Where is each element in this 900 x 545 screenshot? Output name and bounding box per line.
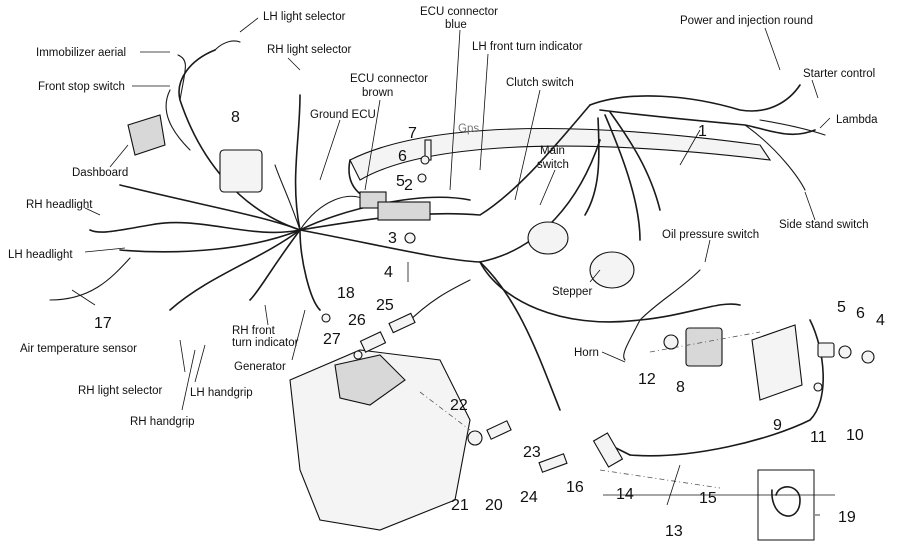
part-number-8-coil: 8: [676, 379, 685, 396]
part-number-3: 3: [388, 230, 397, 247]
label-main-switch-2: switch: [537, 159, 569, 171]
part-number-17: 17: [94, 315, 112, 332]
part-number-8-dashboard: 8: [231, 109, 240, 126]
part-number-6-right: 6: [856, 305, 865, 322]
harness-drawing: [49, 40, 826, 457]
label-rh-headlight: RH headlight: [26, 199, 93, 211]
part-number-24: 24: [520, 489, 538, 506]
part-number-9: 9: [773, 417, 782, 434]
part-number-23: 23: [523, 444, 541, 461]
part-number-10: 10: [846, 427, 864, 444]
part-number-5: 5: [396, 173, 405, 190]
label-lh-front-turn: LH front turn indicator: [472, 41, 583, 53]
label-air-temp-sensor: Air temperature sensor: [20, 343, 137, 355]
label-lh-light-selector: LH light selector: [263, 11, 346, 23]
part-number-15: 15: [699, 490, 717, 507]
label-rh-light-selector-bottom: RH light selector: [78, 385, 163, 397]
part-number-22: 22: [450, 397, 468, 414]
label-starter-control: Starter control: [803, 68, 875, 80]
part-number-21: 21: [451, 497, 469, 514]
label-ecu-connector-brown-1: ECU connector: [350, 73, 428, 85]
part-numbers: 1 2 3 4 5 6 7 8 8 9 10 11 12 13 14 15 16…: [94, 109, 885, 540]
label-lh-headlight: LH headlight: [8, 249, 73, 261]
parts: [127, 114, 875, 541]
label-rh-handgrip: RH handgrip: [130, 416, 195, 428]
part-number-13: 13: [665, 523, 683, 540]
part-number-16: 16: [566, 479, 584, 496]
label-generator: Generator: [234, 361, 286, 373]
label-rh-front-turn-1: RH front: [232, 325, 276, 337]
leader-lines: [71, 17, 835, 516]
label-gps: Gps: [458, 123, 479, 135]
part-number-18: 18: [337, 285, 355, 302]
label-oil-pressure-switch: Oil pressure switch: [662, 229, 759, 241]
part-number-7: 7: [408, 125, 417, 142]
part-number-5-right: 5: [837, 299, 846, 316]
label-ecu-connector-blue-2: blue: [445, 19, 467, 31]
part-number-20: 20: [485, 497, 503, 514]
part-number-2: 2: [404, 177, 413, 194]
label-front-stop-switch: Front stop switch: [38, 81, 125, 93]
part-number-6: 6: [398, 148, 407, 165]
label-horn: Horn: [574, 347, 599, 359]
callout-labels: LH light selector ECU connector blue Pow…: [8, 6, 878, 428]
label-main-switch-1: Main: [540, 145, 565, 157]
part-number-12: 12: [638, 371, 656, 388]
part-number-1: 1: [698, 123, 707, 140]
label-rh-light-selector-top: RH light selector: [267, 44, 352, 56]
part-number-11: 11: [810, 429, 827, 446]
label-lh-handgrip: LH handgrip: [190, 387, 253, 399]
label-ecu-connector-blue-1: ECU connector: [420, 6, 498, 18]
label-stepper: Stepper: [552, 286, 592, 298]
part-number-19: 19: [838, 509, 856, 526]
part-number-26: 26: [348, 312, 366, 329]
label-lambda: Lambda: [836, 114, 878, 126]
label-power-injection: Power and injection round: [680, 15, 813, 27]
part-number-27: 27: [323, 331, 341, 348]
part-number-4-right: 4: [876, 312, 885, 329]
label-rh-front-turn-2: turn indicator: [232, 337, 299, 349]
label-ecu-connector-brown-2: brown: [362, 87, 393, 99]
label-immobilizer-aerial: Immobilizer aerial: [36, 47, 126, 59]
label-dashboard: Dashboard: [72, 167, 128, 179]
label-clutch-switch: Clutch switch: [506, 77, 574, 89]
part-number-14: 14: [616, 486, 634, 503]
part-number-4: 4: [384, 264, 393, 281]
label-side-stand-switch: Side stand switch: [779, 219, 869, 231]
label-ground-ecu: Ground ECU: [310, 109, 376, 121]
part-number-25: 25: [376, 297, 394, 314]
